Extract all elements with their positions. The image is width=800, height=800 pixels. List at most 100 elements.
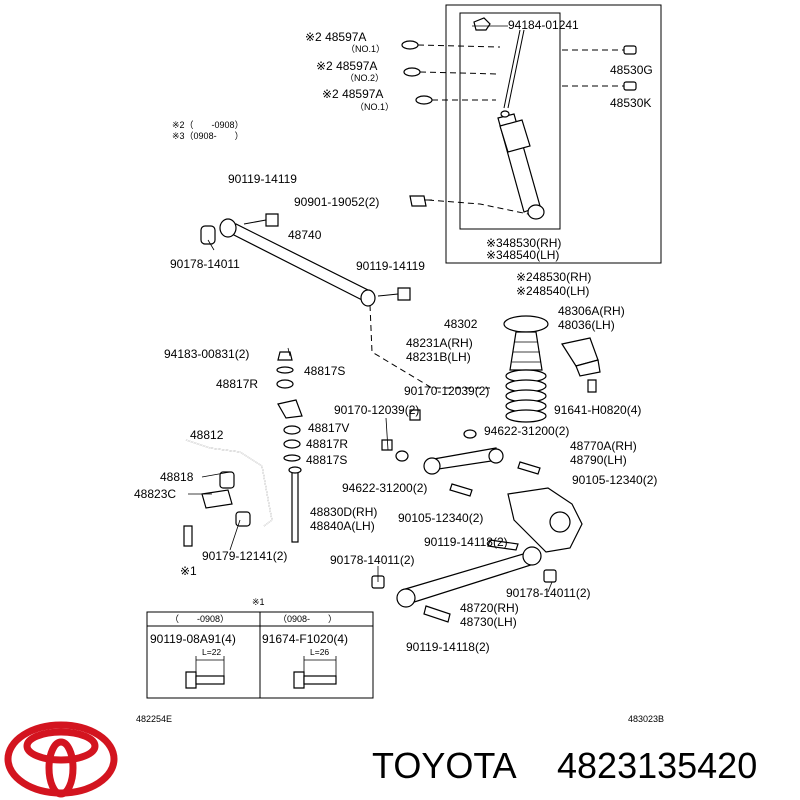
bushing-90178-14011-upper[interactable] <box>200 225 216 245</box>
label-90178-14011-b: 90178-14011(2) <box>330 553 415 567</box>
coil-spring[interactable] <box>505 369 547 423</box>
bolt-90901[interactable] <box>409 195 432 207</box>
part-number: 4823135420 <box>557 745 757 786</box>
label-leaders <box>188 25 553 593</box>
nut-90170-b[interactable] <box>409 409 421 421</box>
label-48740: 48740 <box>288 228 322 242</box>
washer-48597a-1[interactable] <box>401 40 419 50</box>
label-48530g: 48530G <box>610 63 653 77</box>
label-48302: 48302 <box>444 317 478 331</box>
label-90119-14118-a: 90119-14118(2) <box>424 535 508 549</box>
cushion-48817r-b[interactable] <box>283 439 301 449</box>
label-48817s-b: 48817S <box>306 453 347 467</box>
label-90178-14011-c: 90178-14011(2) <box>506 586 591 600</box>
cushion-48817r-a[interactable] <box>276 379 294 389</box>
bolt-90105-b[interactable] <box>449 483 473 497</box>
inset-col2-header: （0908- ） <box>278 614 337 624</box>
label-48530-rh-3: ※348530(RH) <box>486 236 561 250</box>
bushing-48818[interactable] <box>219 471 235 489</box>
upper-control-arm-48770a[interactable] <box>423 447 504 475</box>
bolt-90119-14118-a[interactable] <box>487 539 519 551</box>
label-48830d: 48830D(RH) <box>310 505 377 519</box>
label-48036: 48036(LH) <box>558 318 615 332</box>
label-48231a: 48231A(RH) <box>406 336 473 350</box>
label-48306a: 48306A(RH) <box>558 304 625 318</box>
bolt-90119-14119-upper[interactable] <box>243 213 279 227</box>
note-3: ※3（0908- ） <box>172 131 244 141</box>
label-90105-b: 90105-12340(2) <box>398 511 483 525</box>
stabilizer-link-48830d[interactable] <box>288 466 302 543</box>
bracket-link[interactable] <box>277 399 303 419</box>
label-94183: 94183-00831(2) <box>164 347 249 361</box>
inset-note-header: ※1 <box>252 597 265 607</box>
nut-94184[interactable] <box>473 17 491 31</box>
label-48540-lh-3: ※348540(LH) <box>486 248 559 262</box>
nut-94183[interactable] <box>277 351 293 361</box>
washer-48597a-3[interactable] <box>415 95 433 105</box>
inset-col2-length: L=26 <box>310 647 329 657</box>
bolt-91641[interactable] <box>587 379 597 393</box>
label-note1-small: ※1 <box>180 564 197 578</box>
label-48823c: 48823C <box>134 487 176 501</box>
label-48817r-b: 48817R <box>306 437 348 451</box>
cushion-48817s-b[interactable] <box>283 454 301 462</box>
cushion-48817s-a[interactable] <box>276 366 294 374</box>
label-48730: 48730(LH) <box>460 615 517 629</box>
bushing-90179[interactable] <box>235 511 251 527</box>
bushing-90178-14011-c[interactable] <box>543 569 557 583</box>
inset-col1-length: L=22 <box>202 647 221 657</box>
shock-absorber-box <box>445 4 662 264</box>
label-94622-a: 94622-31200(2) <box>484 424 569 438</box>
bolt-90105-a[interactable] <box>517 461 541 475</box>
label-90105-a: 90105-12340(2) <box>572 473 657 487</box>
lateral-rod-48740[interactable] <box>219 218 376 307</box>
nut-90170-a[interactable] <box>381 439 393 451</box>
label-48818: 48818 <box>160 470 194 484</box>
label-48770a: 48770A(RH) <box>570 439 637 453</box>
inset-col2-part: 91674-F1020(4) <box>262 632 348 646</box>
label-48597a-2: ※2 48597A <box>316 59 377 73</box>
label-48720: 48720(RH) <box>460 601 519 615</box>
label-48540-lh-2: ※248540(LH) <box>516 284 589 298</box>
label-48790: 48790(LH) <box>570 453 627 467</box>
label-90901: 90901-19052(2) <box>294 195 379 209</box>
bolt-90119-14119-lower[interactable] <box>377 287 411 301</box>
shock-absorber-inner-frame <box>459 12 561 230</box>
label-94184: 94184-01241 <box>508 18 579 32</box>
leader-line <box>419 71 499 75</box>
inset-col1-part: 90119-08A91(4) <box>150 632 236 646</box>
bump-stop-48302[interactable] <box>503 315 549 333</box>
label-48530-rh-2: ※248530(RH) <box>516 270 591 284</box>
label-48231b: 48231B(LH) <box>406 350 471 364</box>
label-90119-14119-a: 90119-14119 <box>228 172 297 186</box>
washer-94622-a[interactable] <box>463 429 477 439</box>
ref-left: 482254E <box>136 714 172 724</box>
stabilizer-bar-48812[interactable] <box>185 439 273 527</box>
label-48597a-1-sub: （NO.1） <box>346 44 385 54</box>
cushion-48817v[interactable] <box>283 425 301 435</box>
label-48840a: 48840A(LH) <box>310 519 375 533</box>
bushing-48530k[interactable] <box>623 81 637 91</box>
bolt-note1[interactable] <box>183 525 193 547</box>
note-2: ※2（ -0908） <box>172 120 244 130</box>
ref-right: 483023B <box>628 714 664 724</box>
lower-control-arm-48720[interactable] <box>396 546 542 608</box>
bracket-48823c[interactable] <box>201 489 233 509</box>
label-48597a-2-sub: （NO.2） <box>345 73 384 83</box>
label-90170-b: 90170-12039(2) <box>404 384 489 398</box>
washer-94622-b[interactable] <box>395 450 409 462</box>
bolt-90119-14118-b[interactable] <box>423 605 451 623</box>
label-94622-b: 94622-31200(2) <box>342 481 427 495</box>
axle-knuckle[interactable] <box>507 487 583 553</box>
leader-line <box>417 44 501 48</box>
label-90178-14011-a: 90178-14011 <box>170 257 240 271</box>
shock-absorber-48530[interactable] <box>497 29 545 220</box>
label-48817s-a: 48817S <box>304 364 345 378</box>
bracket-48306a[interactable] <box>561 337 601 377</box>
label-90119-14119-b: 90119-14119 <box>356 259 425 273</box>
washer-48597a-2[interactable] <box>403 67 421 77</box>
spring-insulator-48231a[interactable] <box>509 331 543 371</box>
label-91641: 91641-H0820(4) <box>554 403 641 417</box>
label-90179: 90179-12141(2) <box>202 549 287 563</box>
bushing-48530g[interactable] <box>623 45 637 55</box>
